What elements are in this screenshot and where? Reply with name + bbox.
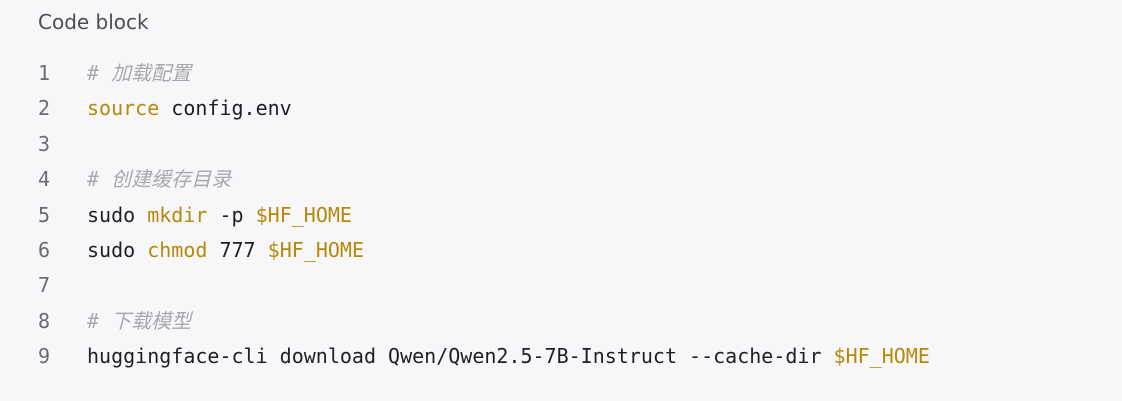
line-content: # 加载配置	[87, 56, 191, 91]
code-line: 5 sudo mkdir -p $HF_HOME	[0, 198, 1122, 233]
code-token-plain: -p	[207, 202, 256, 227]
code-token-variable: $HF_HOME	[833, 344, 930, 369]
code-token-plain: sudo	[87, 237, 148, 262]
code-line: 6 sudo chmod 777 $HF_HOME	[0, 233, 1122, 268]
code-token-plain: sudo	[87, 202, 148, 227]
line-content: source config.env	[87, 91, 292, 126]
line-number: 6	[38, 237, 51, 262]
code-line: 1 # 加载配置	[0, 56, 1122, 91]
line-number: 7	[38, 273, 51, 298]
code-token-variable: $HF_HOME	[255, 202, 352, 227]
line-number: 1	[38, 61, 51, 85]
line-number: 5	[38, 202, 51, 227]
code-body[interactable]: 1 # 加载配置 2 source config.env 3 4 # 创建缓存目录 5 sudo…	[0, 56, 1122, 375]
line-content: sudo mkdir -p $HF_HOME	[87, 198, 352, 233]
code-line: 9 huggingface-cli download Qwen/Qwen2.5-7…	[0, 339, 1122, 374]
code-token-plain: 777	[207, 237, 268, 262]
line-number: 3	[38, 131, 51, 156]
code-token-plain: config.env	[159, 96, 292, 121]
code-line: 2 source config.env	[0, 91, 1122, 126]
line-number: 8	[38, 308, 51, 333]
line-content: huggingface-cli download Qwen/Qwen2.5-7B…	[87, 339, 930, 374]
code-token-keyword: source	[87, 96, 160, 121]
code-token-comment: # 加载配置	[87, 61, 192, 85]
line-content: # 下载模型	[87, 304, 191, 339]
line-number: 4	[38, 167, 51, 192]
code-token-keyword: mkdir	[147, 202, 208, 227]
code-line: 3	[0, 127, 1122, 162]
line-number: 2	[38, 96, 51, 121]
code-line: 8 # 下载模型	[0, 304, 1122, 339]
line-content: sudo chmod 777 $HF_HOME	[87, 233, 364, 268]
code-token-variable: $HF_HOME	[267, 237, 364, 262]
code-token-comment: # 下载模型	[87, 308, 192, 333]
code-block-title: Code block	[38, 10, 149, 34]
line-number: 9	[38, 344, 51, 369]
code-token-plain: huggingface-cli download Qwen/Qwen2.5-7B…	[87, 344, 834, 369]
code-line: 7	[0, 268, 1122, 303]
code-token-comment: # 创建缓存目录	[87, 167, 232, 192]
code-token-keyword: chmod	[147, 237, 208, 262]
code-line: 4 # 创建缓存目录	[0, 162, 1122, 197]
line-content: # 创建缓存目录	[87, 162, 231, 197]
